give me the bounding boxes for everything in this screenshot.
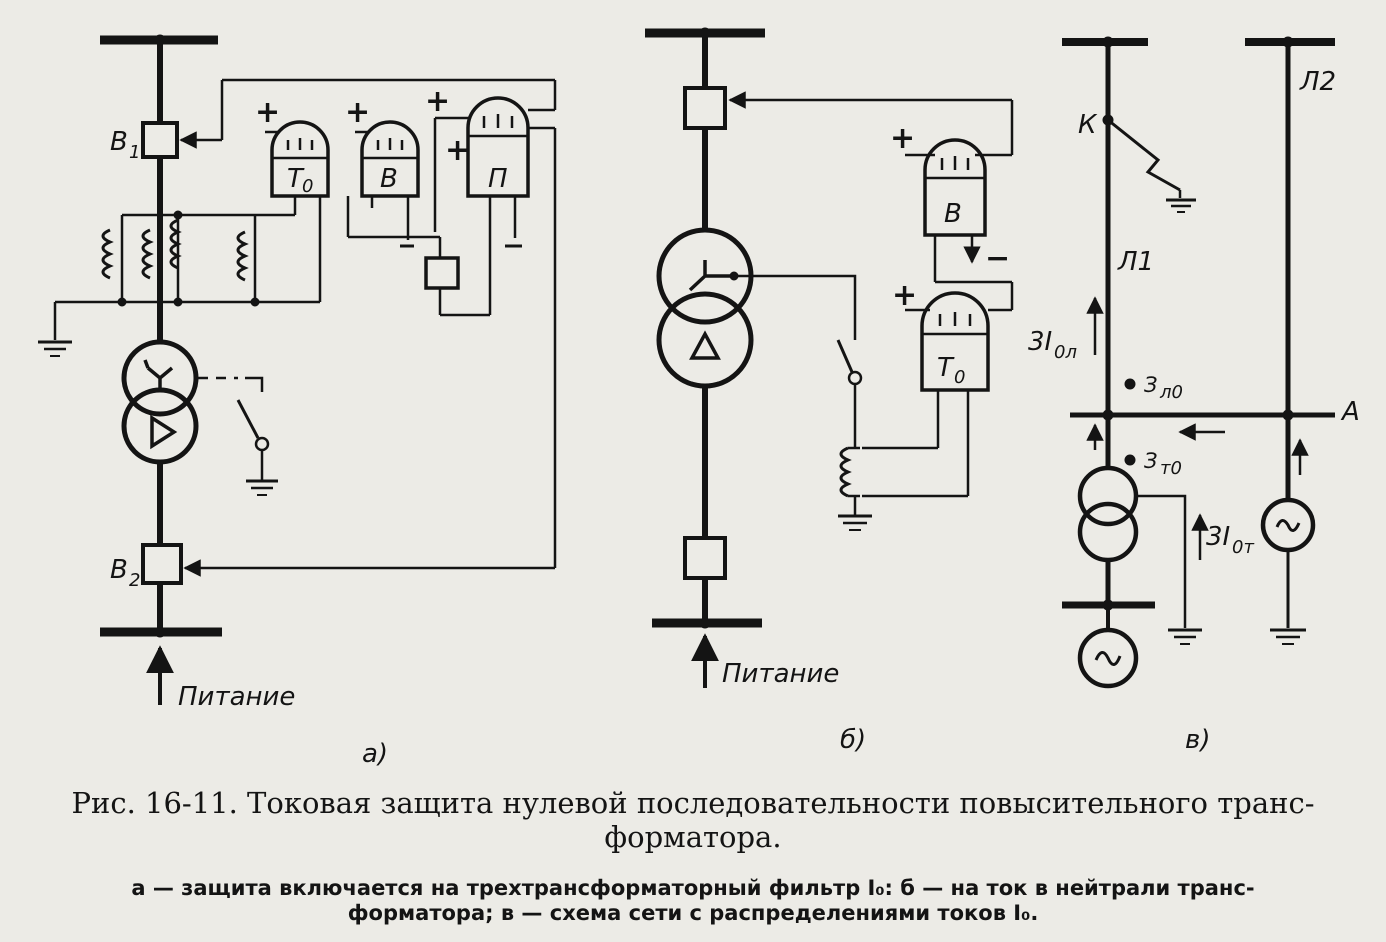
panel-a-label: а) (362, 739, 388, 769)
plus-sign: + (425, 84, 450, 119)
a-relay-b (360, 120, 420, 198)
b-breaker-top (683, 86, 727, 130)
a-ct-coil-2 (141, 228, 154, 280)
svg-text:т0: т0 (1160, 458, 1182, 479)
c-fault-label: К (1078, 110, 1098, 140)
panel-b-text: B T 0 + + − Питание б) (722, 121, 1010, 755)
a-contact-box (424, 256, 460, 290)
b-breaker-bottom (683, 536, 727, 580)
panel-c-text: К Л1 Л2 А 3I 0л 3I 0т З л0 З т0 в) (1028, 67, 1360, 755)
b-relay-t0 (920, 291, 990, 392)
c-z-line-label: З (1144, 373, 1157, 397)
plus-sign: + (255, 95, 280, 130)
a-relay-t0 (270, 120, 330, 198)
plus-sign: + (345, 95, 370, 130)
caption-notes-line: а — защита включается на трехтрансформат… (131, 876, 1255, 900)
c-generator-1 (1077, 627, 1139, 689)
svg-text:л0: л0 (1159, 382, 1183, 403)
c-line1-label: Л1 (1117, 247, 1154, 277)
a-ct-coil-1 (101, 228, 114, 280)
a-transformer-winding-top (121, 339, 199, 417)
b-supply-label: Питание (722, 659, 839, 689)
a-breaker-2 (141, 543, 183, 585)
a-relay-b-label: B (380, 164, 398, 194)
c-line2-label: Л2 (1299, 67, 1336, 97)
svg-text:0т: 0т (1232, 537, 1254, 558)
svg-text:0: 0 (954, 367, 965, 388)
c-fault-zigzag (1107, 118, 1181, 192)
plus-sign: + (445, 133, 470, 168)
panel-a-text: B 1 B 2 T 0 B П + + + + Питание а) (110, 84, 508, 769)
a-breaker-1 (141, 121, 179, 159)
b-relay-b-label: B (944, 199, 962, 229)
panel-c-label: в) (1185, 725, 1210, 755)
a-breaker-2-label: B (110, 555, 128, 585)
svg-text:0л: 0л (1054, 342, 1077, 363)
c-bus-label: А (1340, 397, 1360, 427)
figure-caption-title: Рис. 16-11. Токовая защита нулевой после… (0, 786, 1386, 854)
caption-notes-line: форматора; в — схема сети с распределени… (347, 901, 1039, 925)
b-neutral-ct-coil (839, 446, 852, 498)
c-transformer-top (1077, 465, 1139, 527)
svg-text:2: 2 (129, 570, 140, 591)
c-current-line-label: 3I (1028, 327, 1052, 357)
b-transformer-winding-bottom (656, 291, 754, 389)
a-relay-p-label: П (488, 164, 508, 194)
a-breaker-1-label: B (110, 127, 128, 157)
c-z-transformer-label: З (1144, 449, 1157, 473)
caption-title-line: форматора. (604, 820, 782, 854)
plus-sign: + (892, 278, 917, 313)
a-supply-label: Питание (178, 682, 295, 712)
minus-sign: − (985, 241, 1010, 276)
svg-text:1: 1 (129, 142, 140, 163)
a-relay-t0-label: T (287, 164, 305, 194)
panel-a (38, 34, 557, 705)
svg-text:0: 0 (302, 176, 313, 197)
plus-sign: + (890, 121, 915, 156)
caption-title-line: Рис. 16-11. Токовая защита нулевой после… (71, 786, 1315, 820)
c-transformer-bottom (1077, 501, 1139, 563)
b-relay-b (923, 138, 987, 237)
c-current-transformer-label: 3I (1206, 522, 1230, 552)
b-relay-t0-label: T (937, 353, 955, 383)
a-transformer-winding-bottom (121, 387, 199, 465)
a-relay-coil (236, 230, 249, 282)
panel-c (1062, 36, 1335, 689)
panel-b-label: б) (840, 725, 866, 755)
figure-caption-notes: а — защита включается на трехтрансформат… (0, 876, 1386, 926)
panel-b (645, 27, 1014, 688)
